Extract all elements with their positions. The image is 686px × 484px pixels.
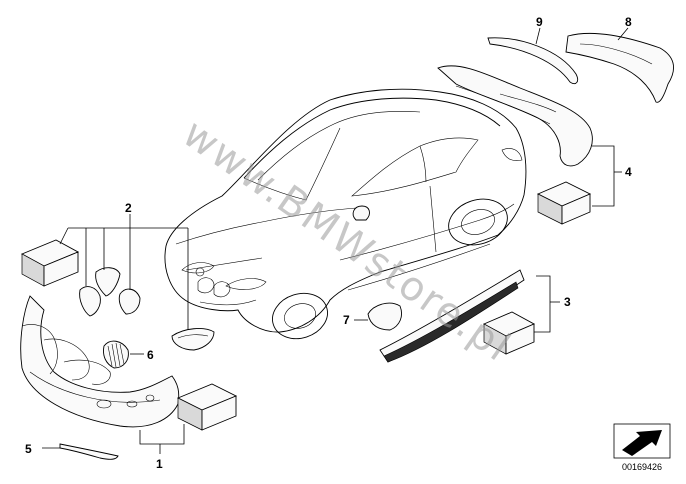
callout-6: 6	[147, 348, 154, 362]
callout-4: 4	[625, 165, 632, 179]
kidney-grille-part	[103, 340, 129, 369]
callout-8: 8	[625, 15, 632, 29]
rear-spoiler-part	[487, 37, 579, 85]
duct-parts	[79, 267, 215, 351]
watermark-text: www.BMWstore.pl	[174, 111, 519, 372]
diagram-id: 00169426	[622, 462, 662, 472]
callout-1: 1	[156, 457, 163, 471]
kit-box-rear	[536, 181, 592, 225]
callout-3: 3	[564, 295, 571, 309]
callout-7: 7	[343, 313, 350, 327]
leader-lines	[42, 27, 629, 454]
side-skirt-part	[379, 269, 525, 363]
callout-2: 2	[125, 201, 132, 215]
rear-diffuser-part	[565, 32, 675, 103]
mirror-cap-part	[367, 302, 402, 331]
front-bumper-part	[20, 295, 180, 428]
kit-box-side	[482, 311, 536, 355]
callout-5: 5	[25, 442, 32, 456]
rear-bumper-part	[437, 65, 593, 167]
kit-box-front	[176, 383, 238, 431]
kit-box-left	[20, 239, 80, 287]
car-body	[164, 88, 527, 340]
callout-9: 9	[536, 15, 543, 29]
front-lip-part	[59, 443, 119, 460]
arrow-icon[interactable]	[613, 423, 671, 459]
